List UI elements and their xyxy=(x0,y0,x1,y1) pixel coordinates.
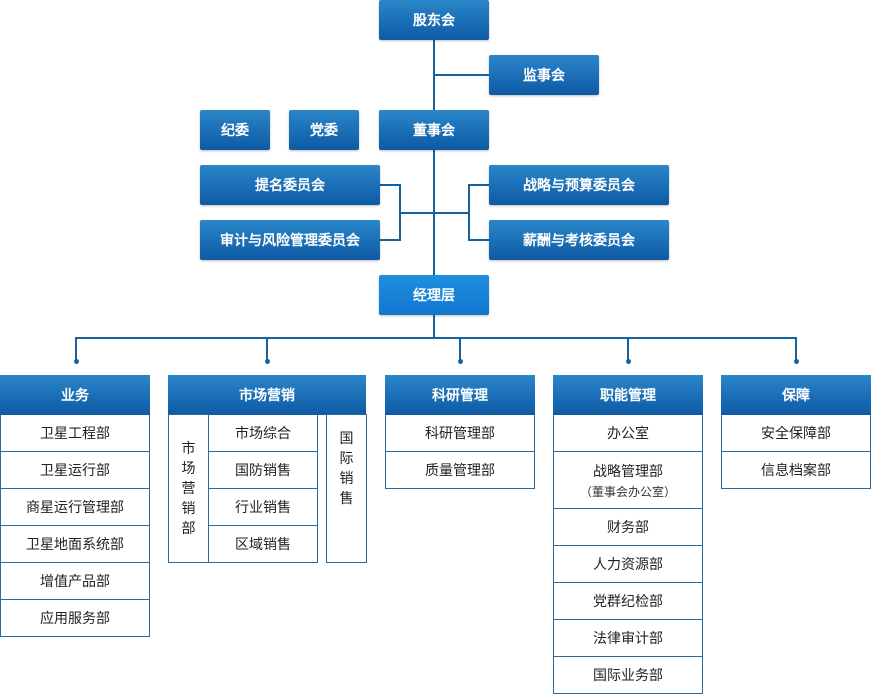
marketing-dept-box xyxy=(168,414,209,563)
dot-support xyxy=(793,359,799,364)
compensation-node: 薪酬与考核委员会 xyxy=(489,220,669,260)
drop-support xyxy=(795,337,797,362)
functional-item: 人力资源部 xyxy=(553,546,703,583)
bracket-horizontal xyxy=(400,212,470,214)
dot-marketing xyxy=(264,359,270,364)
international-sales-label: 国 际 销 售 xyxy=(326,414,367,524)
marketing-dept-char: 市 xyxy=(181,440,196,457)
business-item: 应用服务部 xyxy=(0,600,150,637)
drop-research xyxy=(459,337,461,362)
left-bracket-top xyxy=(380,184,400,186)
support-item: 信息档案部 xyxy=(721,452,871,489)
party-node: 党委 xyxy=(289,110,359,150)
support-item: 安全保障部 xyxy=(721,415,871,452)
business-header: 业务 xyxy=(0,375,150,415)
functional-item: 法律审计部 xyxy=(553,620,703,657)
international-sales-char: 际 xyxy=(339,451,354,467)
functional-item: 国际业务部 xyxy=(553,657,703,694)
research-item: 质量管理部 xyxy=(385,452,535,489)
marketing-item: 区域销售 xyxy=(208,526,318,563)
marketing-dept-char: 部 xyxy=(181,520,196,537)
international-sales-box xyxy=(326,414,367,563)
business-item: 增值产品部 xyxy=(0,563,150,600)
business-item: 卫星工程部 xyxy=(0,415,150,452)
drop-functional xyxy=(627,337,629,362)
international-sales-char: 销 xyxy=(339,471,354,487)
drop-marketing xyxy=(266,337,268,362)
marketing-item: 市场综合 xyxy=(208,415,318,452)
functional-header: 职能管理 xyxy=(553,375,703,415)
left-bracket-bottom xyxy=(380,239,400,241)
board-node: 董事会 xyxy=(379,110,489,150)
business-item: 卫星运行部 xyxy=(0,452,150,489)
functional-item-strategy-label: 战略管理部 xyxy=(593,463,663,480)
supervisors-connector xyxy=(434,74,490,76)
right-bracket-top xyxy=(469,184,490,186)
nomination-node: 提名委员会 xyxy=(200,165,380,205)
marketing-dept-char: 场 xyxy=(181,460,196,477)
marketing-dept-char: 销 xyxy=(181,500,196,517)
research-item: 科研管理部 xyxy=(385,415,535,452)
functional-item: 党群纪检部 xyxy=(553,583,703,620)
marketing-dept-char: 营 xyxy=(181,480,196,497)
support-header: 保障 xyxy=(721,375,871,415)
right-bracket-bottom xyxy=(469,239,490,241)
strategy-budget-node: 战略与预算委员会 xyxy=(489,165,669,205)
business-item: 卫星地面系统部 xyxy=(0,526,150,563)
dot-business xyxy=(73,359,79,364)
distribution-bar xyxy=(75,337,797,339)
management-node: 经理层 xyxy=(379,275,489,315)
functional-item: 财务部 xyxy=(553,509,703,546)
marketing-dept-label: 市 场 营 销 部 xyxy=(168,414,209,563)
marketing-item: 行业销售 xyxy=(208,489,318,526)
dot-research xyxy=(457,359,463,364)
research-header: 科研管理 xyxy=(385,375,535,415)
marketing-header: 市场营销 xyxy=(168,375,366,415)
audit-risk-node: 审计与风险管理委员会 xyxy=(200,220,380,260)
business-item: 商星运行管理部 xyxy=(0,489,150,526)
international-sales-char: 售 xyxy=(339,491,354,507)
dot-functional xyxy=(625,359,631,364)
discipline-node: 纪委 xyxy=(200,110,270,150)
functional-item-strategy: 战略管理部 （董事会办公室） xyxy=(553,452,703,509)
shareholders-node: 股东会 xyxy=(379,0,489,40)
functional-item-strategy-note: （董事会办公室） xyxy=(579,484,676,499)
drop-business xyxy=(75,337,77,362)
supervisors-node: 监事会 xyxy=(489,55,599,95)
functional-item: 办公室 xyxy=(553,415,703,452)
spine-line-bottom xyxy=(433,315,435,338)
international-sales-char: 国 xyxy=(339,431,354,447)
marketing-item: 国防销售 xyxy=(208,452,318,489)
